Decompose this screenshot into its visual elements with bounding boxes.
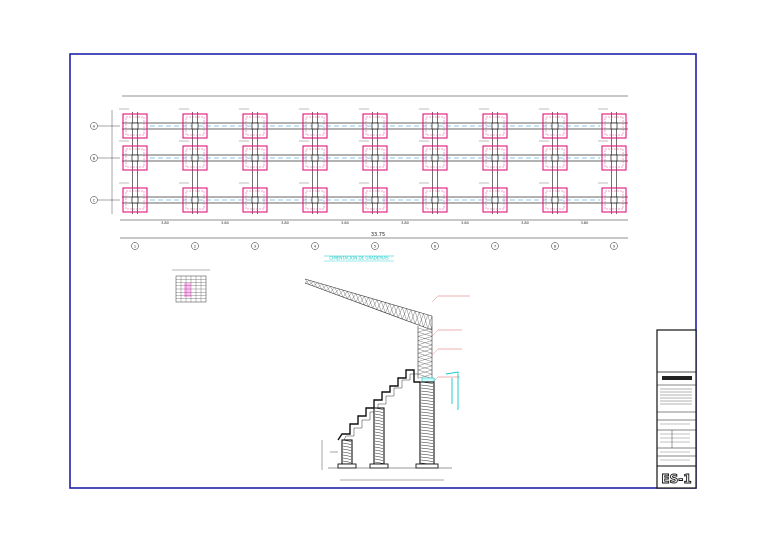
footing xyxy=(182,145,208,171)
sheet-border xyxy=(69,53,697,489)
bay-dimension: 3.80 xyxy=(161,221,169,225)
column-axis-label: 9 xyxy=(613,245,615,249)
column-axis-bubble xyxy=(371,242,379,250)
bay-dimension: 3.80 xyxy=(581,221,589,225)
sheet-code: ES-1 xyxy=(661,472,691,486)
column-axis-bubble xyxy=(311,242,319,250)
row-axis-label: B xyxy=(93,157,96,161)
column-axis-label: 8 xyxy=(554,245,556,249)
row-axis-bubble xyxy=(90,196,98,204)
foundation-plan: A B C 3.80 3.80 3.80 3.80 3.80 3.80 3.80 3.80 xyxy=(90,95,628,225)
footing xyxy=(302,113,328,139)
bay-dimension: 3.80 xyxy=(461,221,469,225)
footing xyxy=(482,145,508,171)
footing xyxy=(601,145,627,171)
footing xyxy=(542,113,568,139)
column-axis-label: 3 xyxy=(254,245,256,249)
column-axis-bubble xyxy=(551,242,559,250)
footing xyxy=(542,145,568,171)
column-axis-label: 6 xyxy=(434,245,436,249)
bay-dimension: 3.80 xyxy=(221,221,229,225)
row-axis-bubble xyxy=(90,122,98,130)
footing xyxy=(182,113,208,139)
footing xyxy=(542,187,568,213)
section-title-block: CIMENTACION DE GRADERIAS xyxy=(324,256,394,262)
column-axis-label: 5 xyxy=(374,245,376,249)
footing xyxy=(122,145,148,171)
footing xyxy=(242,187,268,213)
column-axis-bubble xyxy=(191,242,199,250)
column-axis-bubble xyxy=(251,242,259,250)
column-axis-label: 4 xyxy=(314,245,317,249)
footing xyxy=(302,145,328,171)
column-axes: 1 2 3 4 5 6 7 8 9 xyxy=(131,242,618,250)
footing xyxy=(242,145,268,171)
footing xyxy=(601,187,627,213)
bay-dimension: 3.80 xyxy=(281,221,289,225)
column-axis-bubble xyxy=(610,242,618,250)
footing xyxy=(122,113,148,139)
bay-dimension: 3.80 xyxy=(521,221,529,225)
bleacher-section-view xyxy=(304,278,470,481)
overall-dimension-text: 33.75 xyxy=(371,232,385,238)
footing xyxy=(362,113,388,139)
footing xyxy=(601,113,627,139)
rebar-schedule-table xyxy=(172,269,210,303)
bay-dimension: 3.80 xyxy=(341,221,349,225)
column-axis-bubble xyxy=(491,242,499,250)
footing xyxy=(362,187,388,213)
column-axis-label: 7 xyxy=(494,245,496,249)
footing xyxy=(482,187,508,213)
row-axis-label: C xyxy=(93,199,96,203)
footing xyxy=(182,187,208,213)
footing xyxy=(362,145,388,171)
footing xyxy=(302,187,328,213)
footing xyxy=(242,113,268,139)
row-axis-bubble xyxy=(90,154,98,162)
footing xyxy=(122,187,148,213)
column-axis-label: 2 xyxy=(194,245,196,249)
footing xyxy=(422,113,448,139)
title-block: ES-1 xyxy=(656,329,697,489)
column-axis-bubble xyxy=(431,242,439,250)
column-axis-bubble xyxy=(131,242,139,250)
footing xyxy=(482,113,508,139)
section-title: CIMENTACION DE GRADERIAS xyxy=(329,256,389,261)
bay-dimension: 3.80 xyxy=(401,221,409,225)
column-axis-label: 1 xyxy=(134,245,136,249)
row-axis-label: A xyxy=(93,125,96,129)
footing xyxy=(422,187,448,213)
footing xyxy=(422,145,448,171)
